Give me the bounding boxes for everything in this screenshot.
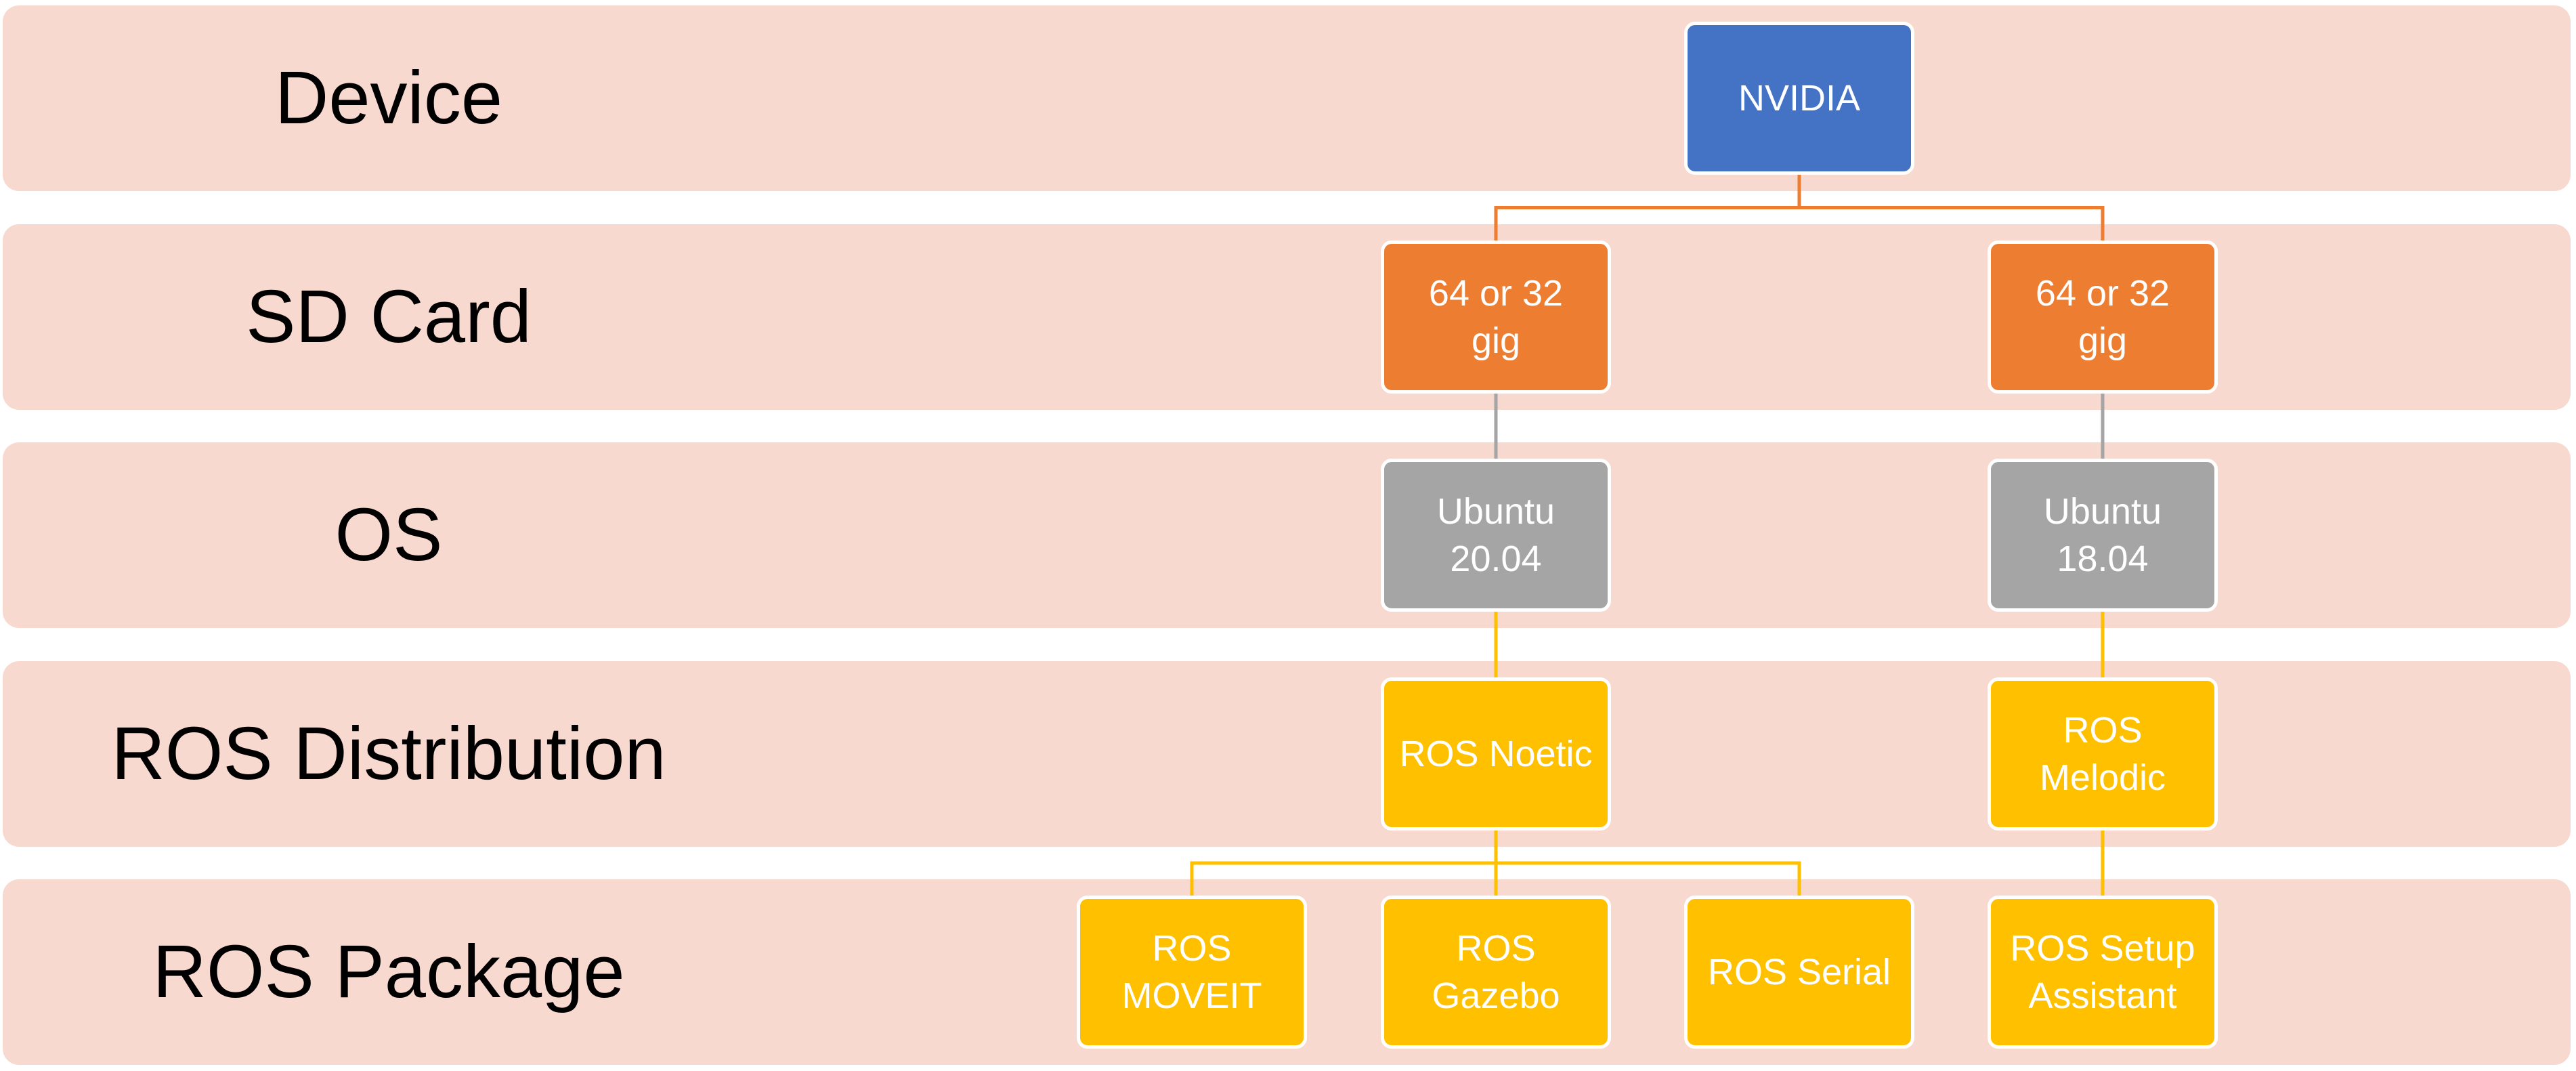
node-ros-gazebo[interactable]: ROS Gazebo	[1381, 896, 1611, 1049]
row-label-ros-distribution: ROS Distribution	[111, 712, 666, 795]
node-nvidia-line-1: NVIDIA	[1738, 78, 1861, 119]
connector-dist_left-pkg_serial	[1494, 831, 1801, 896]
node-os-ubuntu-20-line-2: 20.04	[1450, 539, 1542, 579]
node-ros-setup-assistant[interactable]: ROS Setup Assistant	[1988, 896, 2218, 1049]
node-ros-noetic[interactable]: ROS Noetic	[1381, 677, 1611, 831]
node-sd-card-left-line-2: gig	[1471, 320, 1521, 361]
node-ros-gazebo-line-1: ROS	[1456, 928, 1536, 969]
node-sd-card-right-line-2: gig	[2078, 320, 2128, 361]
connector-nvidia-sd_right	[1797, 175, 2105, 240]
node-ros-melodic-line-1: ROS	[2063, 710, 2143, 751]
row-label-os: OS	[335, 493, 443, 576]
node-ros-serial[interactable]: ROS Serial	[1684, 896, 1914, 1049]
node-sd-card-left-line-1: 64 or 32	[1428, 273, 1564, 314]
node-ros-serial-line-1: ROS Serial	[1707, 952, 1891, 992]
node-sd-card-left[interactable]: 64 or 32 gig	[1381, 240, 1611, 394]
row-label-sd-card: SD Card	[246, 275, 532, 358]
row-band-device: Device	[3, 5, 2571, 191]
row-label-device: Device	[274, 56, 503, 140]
row-label-ros-package: ROS Package	[152, 930, 625, 1013]
connector-nvidia-sd_left	[1494, 175, 1801, 240]
node-ros-melodic[interactable]: ROS Melodic	[1988, 677, 2218, 831]
node-os-ubuntu-18-line-2: 18.04	[2057, 539, 2149, 579]
node-ros-moveit-line-2: MOVEIT	[1121, 975, 1262, 1016]
node-ros-setup-assistant-line-1: ROS Setup	[2010, 928, 2195, 969]
node-os-ubuntu-18-line-1: Ubuntu	[2043, 491, 2162, 532]
node-ros-melodic-line-2: Melodic	[2039, 757, 2166, 798]
node-os-ubuntu-20[interactable]: Ubuntu 20.04	[1381, 459, 1611, 612]
node-ros-moveit[interactable]: ROS MOVEIT	[1077, 896, 1307, 1049]
node-ros-noetic-line-1: ROS Noetic	[1399, 734, 1593, 774]
node-os-ubuntu-20-line-1: Ubuntu	[1436, 491, 1555, 532]
node-ros-moveit-line-1: ROS	[1152, 928, 1232, 969]
connector-dist_left-pkg_moveit	[1190, 831, 1498, 896]
node-os-ubuntu-18[interactable]: Ubuntu 18.04	[1988, 459, 2218, 612]
node-sd-card-right[interactable]: 64 or 32 gig	[1988, 240, 2218, 394]
node-nvidia[interactable]: NVIDIA	[1684, 22, 1914, 175]
node-sd-card-right-line-1: 64 or 32	[2035, 273, 2170, 314]
node-ros-setup-assistant-line-2: Assistant	[2028, 975, 2177, 1016]
node-ros-gazebo-line-2: Gazebo	[1432, 975, 1560, 1016]
